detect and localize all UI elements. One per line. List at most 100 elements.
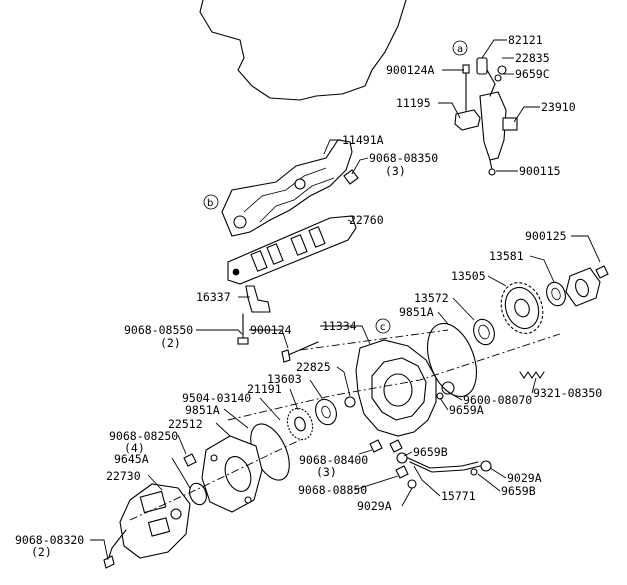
bolt-9068-08320 xyxy=(103,555,115,569)
label-11195: 11195 xyxy=(396,96,431,110)
rail-outlet xyxy=(266,243,284,265)
center-line xyxy=(299,329,449,351)
label-9068-08550: 9068-08550 xyxy=(124,323,193,337)
label-9068-08400: 9068-08400 xyxy=(299,453,368,467)
flange-22512 xyxy=(201,435,263,513)
rail-end-plug xyxy=(232,268,240,276)
label-9659b-left: 9659B xyxy=(413,445,448,459)
pump-valve xyxy=(139,490,167,514)
connector-82121 xyxy=(476,57,488,75)
callout-b-circle xyxy=(203,194,219,210)
bolt-9068-08350 xyxy=(343,169,359,185)
supply-pump-22730 xyxy=(103,483,191,569)
pump-pipe xyxy=(107,529,127,561)
label-82121: 82121 xyxy=(508,33,543,47)
nut-22835 xyxy=(497,65,507,75)
label-9321-08350: 9321-08350 xyxy=(533,386,602,400)
center-line-3 xyxy=(129,439,301,521)
label-9068-08350-qty: (3) xyxy=(385,164,406,178)
bolt-head xyxy=(281,349,291,363)
callout-a: a xyxy=(457,44,463,55)
bolt-9068-08400-b xyxy=(389,439,403,453)
rail-outlet xyxy=(308,226,326,248)
housing-bore xyxy=(371,357,427,421)
label-13572: 13572 xyxy=(414,291,449,305)
label-11491a: 11491A xyxy=(342,133,384,147)
callout-c-circle xyxy=(375,318,391,334)
connector-wire xyxy=(486,69,496,97)
washer-9659b-right xyxy=(470,468,478,476)
rail-outlet xyxy=(250,250,268,272)
label-9068-08320-qty: (2) xyxy=(31,545,52,559)
rail-outlet xyxy=(290,234,308,256)
o-ring-9851a-top xyxy=(427,322,477,398)
label-9659a: 9659A xyxy=(449,403,484,417)
common-rail-22760 xyxy=(227,215,357,345)
injector-tip xyxy=(488,168,496,176)
callout-a-circle xyxy=(452,40,468,56)
pump-valve-2 xyxy=(147,517,171,537)
label-900124a: 900124A xyxy=(386,63,435,77)
label-9659c: 9659C xyxy=(515,67,550,81)
banjo-9659b-left xyxy=(396,452,408,464)
bolt-900125 xyxy=(595,265,609,279)
injector-assembly: a xyxy=(452,40,518,176)
bolt-900124 xyxy=(281,341,319,363)
manifold-ridge-2 xyxy=(259,177,335,223)
label-900125: 900125 xyxy=(525,229,567,243)
label-9068-08250: 9068-08250 xyxy=(109,429,178,443)
label-9068-08320: 9068-08320 xyxy=(15,533,84,547)
manifold-11491a: b xyxy=(203,139,359,237)
injector-inlet xyxy=(502,117,518,131)
label-9068-08550-qty: (2) xyxy=(160,336,181,350)
part-labels: 82121 22835 9659C 900124A 11195 23910 90… xyxy=(15,33,602,559)
bearing-13581 xyxy=(546,281,566,307)
label-9068-08850: 9068-08850 xyxy=(298,483,367,497)
manifold-ridge xyxy=(243,167,327,213)
label-11334: 11334 xyxy=(322,319,357,333)
label-9068-08250-qty: (4) xyxy=(124,441,145,455)
label-13603: 13603 xyxy=(267,372,302,386)
callout-c: c xyxy=(380,322,386,333)
bolt-9068-08850 xyxy=(395,465,409,479)
washer-13572 xyxy=(473,318,495,346)
label-23910: 23910 xyxy=(541,100,576,114)
callout-b: b xyxy=(207,198,213,209)
injector-body xyxy=(479,91,507,161)
pump-port xyxy=(170,508,182,520)
washer-9659a xyxy=(436,392,444,400)
banjo-9029a-right xyxy=(480,460,492,472)
manifold-port-2 xyxy=(294,178,306,190)
washer-9659c xyxy=(494,74,502,82)
center-line-2 xyxy=(227,333,561,421)
label-22760: 22760 xyxy=(349,213,384,227)
injector-clamp xyxy=(454,109,481,131)
bearing-13603 xyxy=(315,398,337,426)
label-9645a: 9645A xyxy=(114,452,149,466)
label-22825: 22825 xyxy=(296,360,331,374)
label-16337: 16337 xyxy=(196,290,231,304)
label-900124: 900124 xyxy=(250,323,292,337)
injector-nozzle xyxy=(489,159,493,171)
label-9659b-right: 9659B xyxy=(501,484,536,498)
leader-lines xyxy=(90,39,601,561)
label-9029a-left: 9029A xyxy=(357,499,392,513)
bolt-9068-08250 xyxy=(183,453,197,467)
bolt-9029a-left xyxy=(407,479,417,489)
manifold-body xyxy=(221,139,353,237)
label-9851a-top: 9851A xyxy=(399,305,434,319)
rail-outlets xyxy=(250,226,326,272)
label-9504-03140: 9504-03140 xyxy=(182,391,251,405)
gear-housing-11334: c xyxy=(355,318,455,453)
nut-22825 xyxy=(344,396,356,408)
bolt-head xyxy=(462,64,470,74)
label-9029a-right: 9029A xyxy=(507,471,542,485)
bolt-9068-08550-head xyxy=(237,337,249,345)
bolt-9068-08400 xyxy=(369,439,383,453)
label-13581: 13581 xyxy=(489,249,524,263)
label-15771: 15771 xyxy=(441,489,476,503)
gear-13505 xyxy=(500,282,544,334)
flange-hole xyxy=(244,496,252,504)
